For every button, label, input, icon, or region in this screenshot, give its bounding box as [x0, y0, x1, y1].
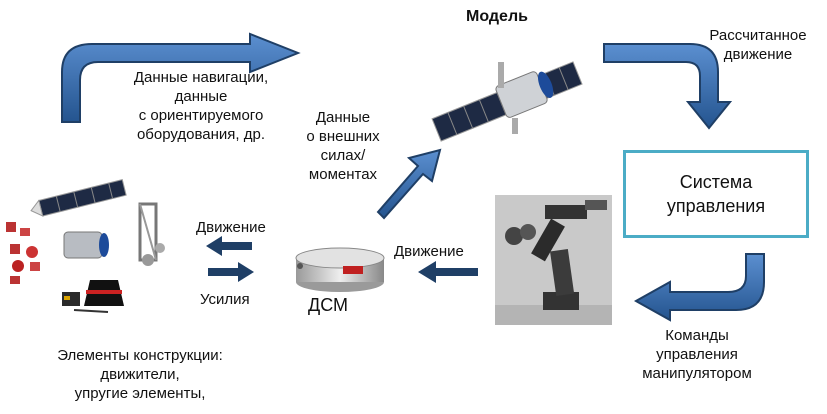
structure-elements-label: Элементы конструкции: движители, упругие…: [57, 347, 223, 402]
navigation-data-label: Данные навигации, данные с ориентируемог…: [133, 69, 269, 143]
manipulator-commands-label: Команды управления манипулятором: [642, 327, 752, 382]
control-system-label-line1: Система: [679, 172, 753, 192]
external-forces-label: Данные о внешних силах/ моментах: [306, 109, 380, 183]
construction-elements-images: [6, 179, 165, 313]
motion-middle-label: Движение: [394, 243, 464, 260]
diagonal-arrow-to-model: [376, 148, 442, 220]
arrow-motion-middle: [418, 261, 478, 283]
robot-manipulator-image: [495, 195, 612, 325]
curved-arrow-top-left: [61, 32, 301, 123]
curved-arrow-top-right: [603, 43, 733, 130]
arrow-forces-right: [208, 262, 254, 282]
dsm-device-image: [295, 247, 385, 292]
dsm-label: ДСМ: [308, 295, 348, 315]
model-title: Модель: [466, 8, 528, 25]
arrow-motion-left: [206, 236, 252, 256]
control-system-box: Система управления: [623, 150, 809, 238]
forces-label: Усилия: [200, 291, 250, 308]
control-system-label-line2: управления: [666, 196, 766, 216]
satellite-model-image: [431, 61, 583, 142]
calculated-motion-label: Рассчитанное движение: [709, 27, 807, 63]
curved-arrow-bottom-right: [633, 253, 765, 322]
motion-left-label: Движение: [196, 219, 266, 236]
